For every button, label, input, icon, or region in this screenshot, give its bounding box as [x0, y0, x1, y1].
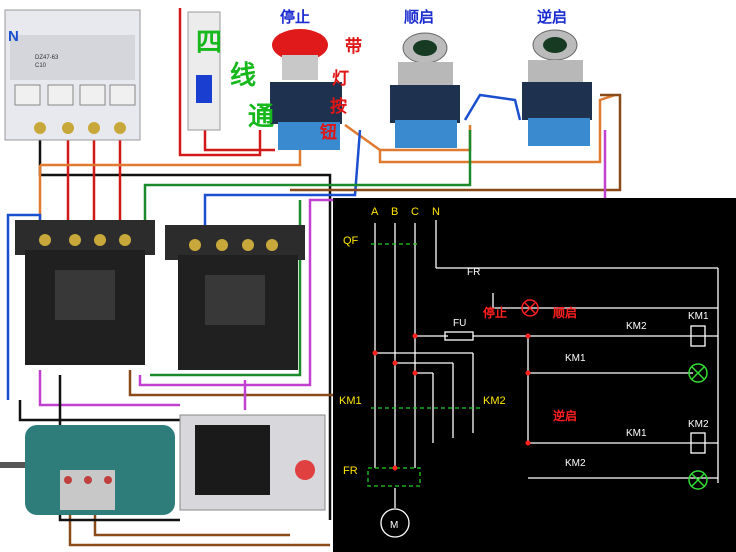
red-note-1: 带	[345, 37, 362, 57]
km1-coil-label: KM1	[688, 311, 709, 322]
motor-photo	[0, 425, 175, 515]
neutral-label: N	[432, 206, 440, 218]
stop-button-photo	[270, 29, 342, 150]
breaker-model: DZ47-63	[35, 55, 59, 61]
reverse-button-label: 逆启	[553, 408, 577, 423]
km1-interlock-label: KM1	[626, 428, 647, 439]
km2-hold-label: KM2	[565, 458, 586, 469]
forward-button-photo	[390, 32, 460, 148]
green-note-1: 四	[196, 28, 223, 58]
km1-hold-label: KM1	[565, 353, 586, 364]
km2-coil-label: KM2	[688, 419, 709, 430]
thermal-relay-photo	[179, 414, 326, 511]
km2-main-label: KM2	[483, 395, 506, 407]
km1-main-label: KM1	[339, 395, 362, 407]
contactor-km1	[15, 220, 155, 365]
red-note-2: 灯	[332, 69, 349, 89]
circuit-breaker	[4, 9, 141, 141]
phase-c-label: C	[411, 206, 419, 218]
fr-contact-label: FR	[467, 267, 480, 278]
stop-button-label: 停止	[483, 305, 507, 320]
single-breaker	[187, 11, 221, 131]
contactor-km2	[165, 225, 305, 370]
reverse-button-photo	[522, 29, 592, 146]
breaker-rating: C10	[35, 63, 47, 69]
green-note-2: 线	[230, 61, 257, 91]
stop-label: 停止	[280, 8, 311, 26]
reverse-start-label: 逆启	[537, 8, 568, 26]
fr-main-label: FR	[343, 465, 358, 477]
green-note-3: 通	[248, 102, 275, 132]
phase-a-label: A	[371, 206, 379, 218]
schematic-panel: A B C N QF FR FU 停止 顺启 逆启 KM1 KM2 KM2 KM…	[333, 198, 736, 552]
breaker-label: QF	[343, 235, 359, 247]
fuse-label: FU	[453, 318, 466, 329]
motor-label: M	[390, 520, 398, 531]
red-note-3: 按	[330, 97, 347, 117]
forward-start-label: 顺启	[404, 8, 435, 26]
forward-button-label: 顺启	[553, 305, 577, 320]
breaker-n-label: N	[8, 28, 19, 45]
km2-interlock-label: KM2	[626, 321, 647, 332]
phase-b-label: B	[391, 206, 398, 218]
red-note-4: 钮	[320, 123, 337, 143]
